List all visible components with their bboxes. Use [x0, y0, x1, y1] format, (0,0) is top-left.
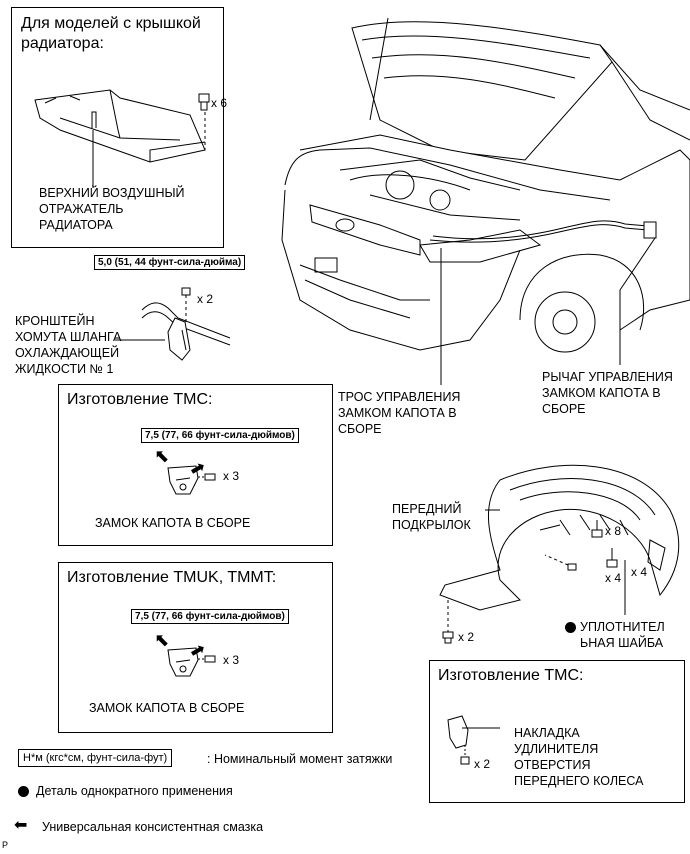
- hood-lock-drawing: [167, 465, 216, 495]
- legend-torque-unit: Н*м (кгс*см, фунт-сила-фут): [18, 749, 173, 767]
- car-drawing: [281, 17, 690, 385]
- legend-torque-desc: : Номинальный момент затяжки: [207, 752, 393, 766]
- bracket-drawing: [115, 287, 231, 361]
- hood-lock-cable-label: ТРОС УПРАВЛЕНИЯ ЗАМКОМ КАПОТА В СБОРЕ: [338, 390, 461, 436]
- clip-icon: [591, 529, 603, 538]
- liner-clip-qty-4a: x 4: [605, 571, 622, 585]
- fender-liner-label: ПЕРЕДНИЙ ПОДКРЫЛОК: [392, 502, 471, 532]
- legend-grease: Универсальная консистентная смазка: [42, 820, 264, 834]
- sealing-washer-label: УПЛОТНИТЕЛ ЬНАЯ ШАЙБА: [580, 620, 665, 650]
- clip-icon: [567, 563, 577, 571]
- legend-single-use: Деталь однократного применения: [36, 784, 233, 798]
- bracket-label: КРОНШТЕЙН ХОМУТА ШЛАНГА ОХЛАЖДАЮЩЕЙ ЖИДК…: [15, 314, 122, 376]
- single-use-bullet-icon: [18, 786, 29, 797]
- radiator-deflector-label: ВЕРХНИЙ ВОЗДУШНЫЙ ОТРАЖАТЕЛЬ РАДИАТОРА: [39, 186, 185, 232]
- grease-arrow-icon: ⬅: [14, 817, 28, 834]
- tmc-hood-lock-box: Изготовление TMC: 7,5 (77, 66 фунт-сила-…: [58, 384, 333, 546]
- radiator-bolt-qty: x 6: [211, 96, 228, 110]
- clip-icon: [606, 559, 618, 568]
- tmuk-hood-lock-label: ЗАМОК КАПОТА В СБОРЕ: [89, 701, 245, 715]
- liner-bolt-qty-2: x 2: [458, 630, 475, 644]
- radiator-deflector-drawing: [34, 89, 206, 188]
- radiator-box-title-2: радиатора:: [21, 35, 104, 52]
- corner-mark: P: [2, 840, 9, 850]
- tmc-box-title: Изготовление TMC:: [67, 391, 213, 408]
- radiator-box-title: Для моделей с крышкой: [21, 15, 201, 32]
- tmc-extension-cover-box: Изготовление TMC: x 2 НАКЛАДКА УДЛИНИТЕЛ…: [429, 660, 685, 803]
- bolt-icon: [442, 631, 454, 644]
- bracket-torque-spec: 5,0 (51, 44 фунт-сила-дюйма): [94, 255, 246, 270]
- hood-lock-drawing: [167, 647, 216, 677]
- bolt-icon: [198, 93, 210, 111]
- hood-lock-lever-label: РЫЧАГ УПРАВЛЕНИЯ ЗАМКОМ КАПОТА В СБОРЕ: [542, 370, 673, 416]
- bracket-bolt-qty: x 2: [197, 292, 214, 306]
- liner-clip-qty-4b: x 4: [631, 565, 648, 579]
- tmc-lock-bolt-qty: x 3: [223, 469, 240, 483]
- cover-bolt-qty: x 2: [474, 757, 491, 771]
- tmc-hood-lock-label: ЗАМОК КАПОТА В СБОРЕ: [95, 516, 251, 530]
- liner-clip-qty-8: x 8: [605, 524, 622, 538]
- single-use-bullet-icon: [565, 622, 576, 633]
- tmuk-box-title: Изготовление TMUK, TMMT:: [67, 569, 277, 586]
- radiator-deflector-box: Для моделей с крышкой радиатора:: [11, 7, 224, 248]
- tmc-cover-box-title: Изготовление TMC:: [438, 667, 584, 684]
- tmuk-hood-lock-box: Изготовление TMUK, TMMT: 7,5 (77, 66 фун…: [58, 562, 333, 733]
- extension-cover-label: НАКЛАДКА УДЛИНИТЕЛЯ ОТВЕРСТИЯ ПЕРЕДНЕГО …: [514, 726, 644, 788]
- tmc-lock-torque-spec: 7,5 (77, 66 фунт-сила-дюймов): [141, 428, 299, 443]
- tmuk-lock-torque-spec: 7,5 (77, 66 фунт-сила-дюймов): [131, 609, 289, 624]
- fender-liner-drawing: [439, 464, 680, 635]
- tmuk-lock-bolt-qty: x 3: [223, 653, 240, 667]
- extension-cover-drawing: [447, 715, 500, 765]
